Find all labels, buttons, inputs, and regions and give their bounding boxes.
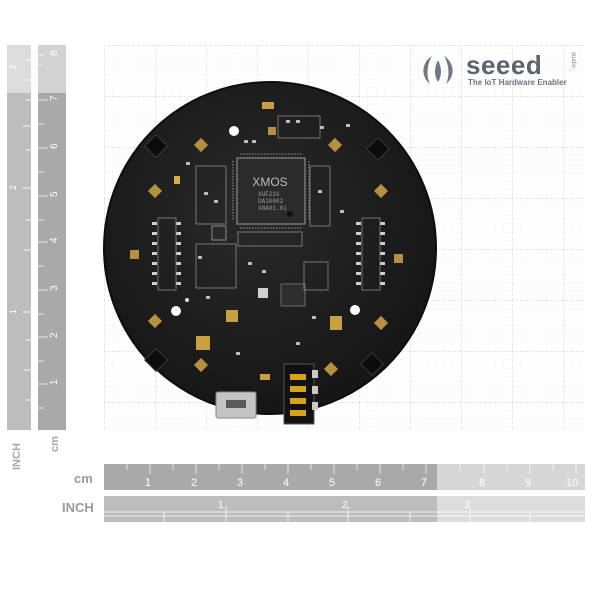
left-cm-tick-5: 5 [49, 191, 60, 197]
xmos-chip: XMOS XUF216 DA10002 XNA01.01 [232, 153, 310, 229]
left-cm-tick-6: 6 [49, 143, 60, 149]
left-cm-unit: cm [49, 436, 61, 452]
bottom-cm-tick-7: 7 [421, 477, 427, 489]
left-inch-ruler [7, 45, 31, 430]
micro-usb-port [215, 391, 257, 419]
bottom-inch-tick-1: 1 [218, 500, 224, 511]
bottom-inch-ruler [104, 496, 585, 522]
seeed-logo-icon [423, 56, 453, 84]
chip-line: XNA01.01 [258, 205, 287, 212]
left-cm-tick-8: 8 [49, 50, 60, 56]
left-inch-unit: INCH [11, 443, 23, 470]
bottom-cm-tick-6: 6 [375, 477, 381, 489]
left-cm-tick-3: 3 [49, 285, 60, 291]
chip-brand: XMOS [252, 175, 287, 189]
bottom-cm-tick-9: 9 [525, 477, 531, 489]
audio-jack [283, 363, 318, 425]
bottom-cm-tick-10: 10 [566, 477, 578, 489]
brand-tagline: The IoT Hardware Enabler [468, 78, 567, 87]
left-cm-tick-2: 2 [49, 332, 60, 338]
left-inch-tick-2: 2 [8, 185, 18, 190]
brand-small: studio [570, 52, 576, 69]
mount-hole [350, 305, 360, 315]
bottom-inch-tick-2: 2 [342, 500, 348, 511]
pcb-board: XMOS XUF216 DA10002 XNA01.01 [103, 81, 437, 425]
left-cm-tick-1: 1 [49, 379, 60, 385]
bottom-cm-unit: cm [74, 471, 93, 486]
left-cm-ruler [38, 45, 66, 430]
chip-line: XUF216 [258, 191, 280, 198]
mount-hole [229, 126, 239, 136]
bottom-cm-ruler [104, 464, 585, 490]
bottom-cm-tick-1: 1 [145, 477, 151, 489]
left-cm-tick-7: 7 [49, 95, 60, 101]
bottom-cm-tick-4: 4 [283, 477, 289, 489]
left-inch-tick-1: 1 [8, 309, 18, 314]
bottom-cm-tick-8: 8 [479, 477, 485, 489]
left-cm-tick-4: 4 [49, 237, 60, 243]
brand-logo: seeed The IoT Hardware Enabler studio [418, 50, 588, 94]
bottom-cm-tick-5: 5 [329, 477, 335, 489]
bottom-cm-tick-2: 2 [191, 477, 197, 489]
codec-chip [280, 283, 306, 307]
bottom-inch-tick-3: 3 [464, 500, 470, 511]
bottom-inch-unit: INCH [62, 500, 94, 515]
bottom-cm-tick-3: 3 [237, 477, 243, 489]
chip-line: DA10002 [258, 198, 284, 205]
left-inch-tick-3: 3 [8, 65, 18, 70]
mount-hole [171, 306, 181, 316]
brand-name: seeed [466, 50, 543, 80]
